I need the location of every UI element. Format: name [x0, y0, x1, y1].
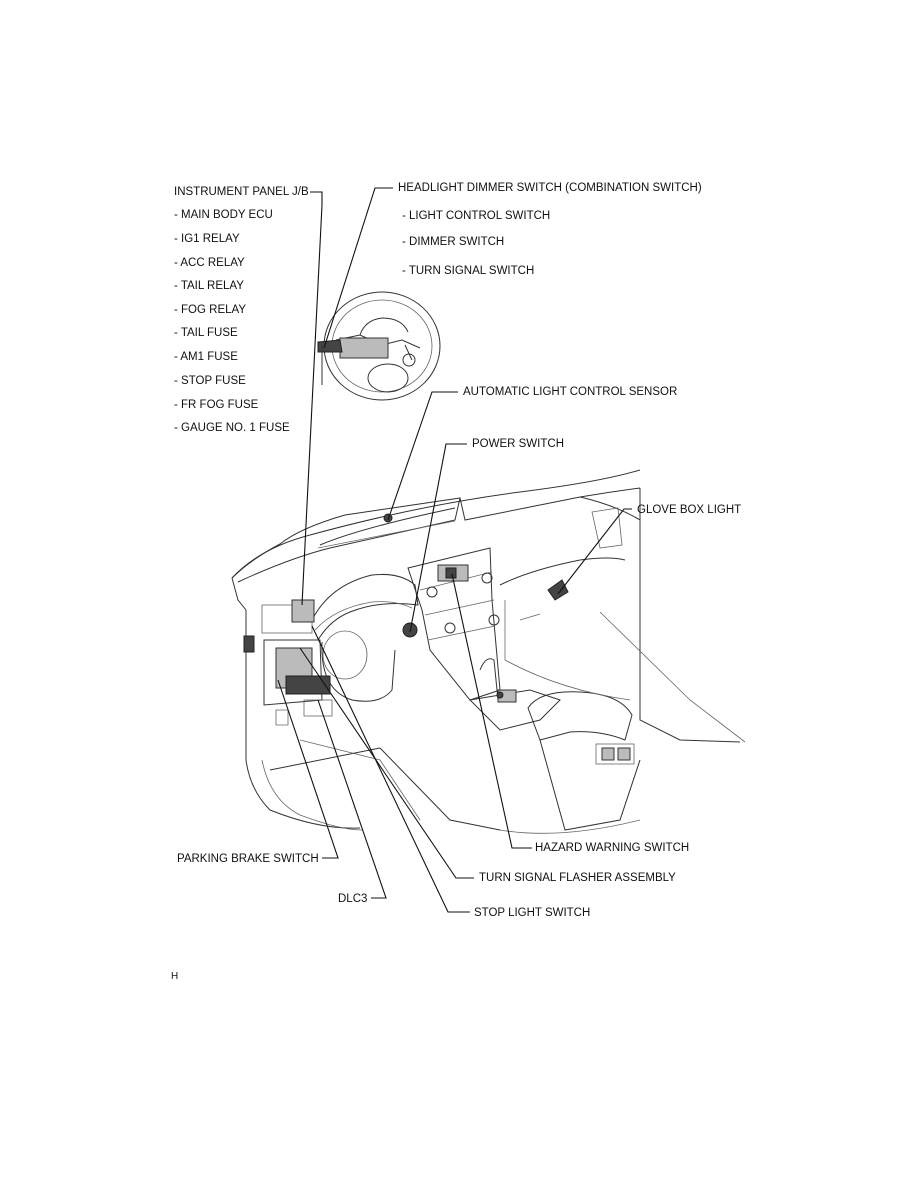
jb-item-acc-relay: - ACC RELAY	[174, 257, 245, 269]
figure-code: H	[171, 971, 179, 982]
jb-item-fr-fog-fuse: - FR FOG FUSE	[174, 399, 259, 411]
leader-lines	[277, 187, 632, 913]
turn-signal-flasher-assembly-label: TURN SIGNAL FLASHER ASSEMBLY	[479, 872, 676, 884]
automatic-light-control-sensor-label: AUTOMATIC LIGHT CONTROL SENSOR	[463, 386, 678, 398]
power-switch-label: POWER SWITCH	[472, 438, 564, 450]
instrument-panel-jb-title: INSTRUMENT PANEL J/B	[174, 186, 309, 198]
jb-item-tail-relay: - TAIL RELAY	[174, 280, 244, 292]
glove-box-light-label: GLOVE BOX LIGHT	[637, 504, 742, 516]
jb-item-main-body-ecu: - MAIN BODY ECU	[174, 209, 273, 221]
stop-light-switch-label: STOP LIGHT SWITCH	[474, 907, 591, 919]
jb-item-tail-fuse: - TAIL FUSE	[174, 327, 238, 339]
jb-item-am1-fuse: - AM1 FUSE	[174, 351, 238, 363]
jb-item-stop-fuse: - STOP FUSE	[174, 375, 246, 387]
jb-item-ig1-relay: - IG1 RELAY	[174, 233, 240, 245]
dlc3-label: DLC3	[338, 893, 368, 905]
hds-item-light-control-switch: - LIGHT CONTROL SWITCH	[402, 210, 551, 222]
hds-item-turn-signal-switch: - TURN SIGNAL SWITCH	[402, 265, 535, 277]
steering-wheel-inset	[317, 291, 441, 401]
hazard-warning-switch-label: HAZARD WARNING SWITCH	[535, 842, 690, 854]
jb-item-gauge-no1-fuse: - GAUGE NO. 1 FUSE	[174, 422, 290, 434]
parking-brake-switch-label: PARKING BRAKE SWITCH	[177, 853, 319, 865]
headlight-dimmer-switch-title: HEADLIGHT DIMMER SWITCH (COMBINATION SWI…	[398, 182, 702, 194]
jb-item-fog-relay: - FOG RELAY	[174, 304, 246, 316]
hds-item-dimmer-switch: - DIMMER SWITCH	[402, 236, 505, 248]
dashboard-outline	[231, 469, 746, 834]
